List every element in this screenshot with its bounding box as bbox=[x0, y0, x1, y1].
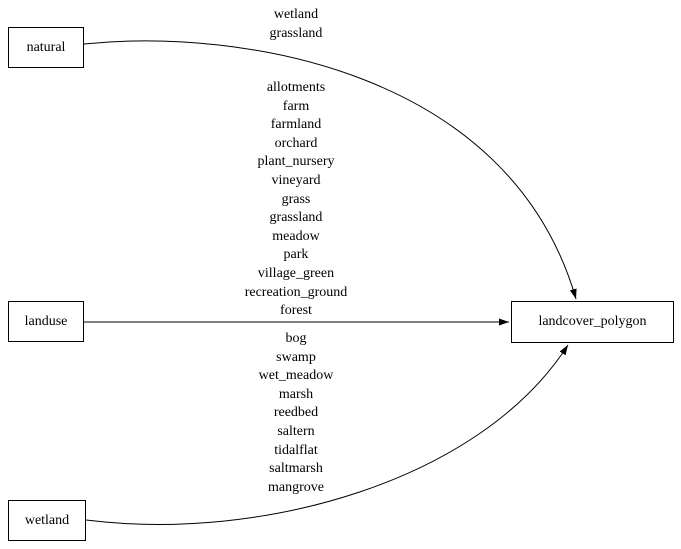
edge-label-line: allotments bbox=[266, 80, 326, 95]
edge-label-line: mangrove bbox=[268, 479, 324, 495]
node-landcover_polygon: landcover_polygon bbox=[511, 301, 674, 343]
node-landuse: landuse bbox=[8, 301, 84, 342]
edge-label-line: swamp bbox=[276, 349, 316, 365]
edge-label-line: grassland bbox=[269, 210, 323, 226]
edge-label-natural: wetland grassland bbox=[196, 6, 396, 43]
edge-natural-to-landcover_polygon bbox=[83, 40, 577, 300]
edge-label-line: forest bbox=[280, 303, 312, 319]
node-landuse-label: landuse bbox=[24, 313, 68, 329]
edge-label-line: tidalflat bbox=[274, 442, 318, 458]
edge-label-line: grass bbox=[281, 191, 311, 207]
node-wetland: wetland bbox=[8, 500, 86, 541]
edge-label-line: bog bbox=[285, 331, 307, 346]
edge-label-line: wetland bbox=[273, 7, 319, 22]
edge-label-line: recreation_ground bbox=[244, 284, 348, 300]
edge-label-line: farmland bbox=[270, 117, 322, 133]
edge-label-line: plant_nursery bbox=[257, 154, 335, 170]
edge-label-line: vineyard bbox=[271, 172, 321, 188]
edge-label-landuse-upper: allotments farm farmland orchard plant_nurse… bbox=[196, 79, 396, 321]
edge-label-line: park bbox=[283, 247, 309, 263]
edge-label-line: saltmarsh bbox=[269, 461, 323, 477]
edge-label-line: farm bbox=[282, 98, 310, 114]
edge-label-line: reedbed bbox=[273, 405, 319, 421]
edge-label-line: meadow bbox=[272, 228, 320, 244]
edge-label-line: grassland bbox=[269, 25, 323, 41]
node-natural: natural bbox=[8, 27, 84, 68]
node-natural-label: natural bbox=[26, 39, 66, 55]
edge-label-line: saltern bbox=[277, 423, 315, 439]
edge-label-line: orchard bbox=[274, 135, 318, 151]
edge-label-line: wet_meadow bbox=[258, 368, 334, 384]
node-landcover_polygon-label: landcover_polygon bbox=[538, 314, 647, 329]
edge-label-line: marsh bbox=[278, 386, 314, 402]
node-wetland-label: wetland bbox=[24, 512, 70, 528]
edge-wetland-to-landcover_polygon bbox=[85, 344, 569, 525]
edge-label-line: village_green bbox=[257, 265, 335, 281]
